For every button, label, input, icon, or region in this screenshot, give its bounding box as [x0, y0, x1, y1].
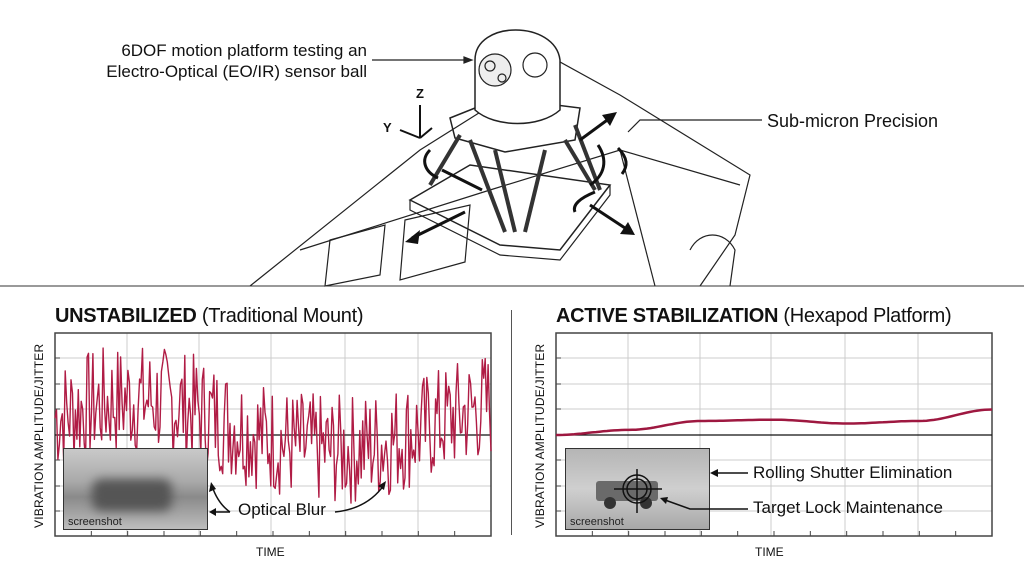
axis-y-label: Y	[383, 120, 392, 135]
right-x-axis-label: TIME	[755, 545, 784, 559]
left-x-axis-label: TIME	[256, 545, 285, 559]
right-title-bold: ACTIVE STABILIZATION	[556, 305, 779, 327]
vehicle-roof-edge	[299, 149, 741, 251]
axis-z-label: Z	[416, 86, 424, 101]
precision-callout: Sub-micron Precision	[767, 111, 939, 131]
optical-blur-label: Optical Blur	[238, 500, 326, 519]
axis-indicator	[399, 105, 433, 139]
vehicle-outline	[249, 61, 751, 287]
blurred-vehicle	[92, 479, 172, 511]
stabilized-screenshot-inset: screenshot	[565, 448, 710, 530]
inset-caption: screenshot	[570, 516, 624, 528]
platform-base	[408, 164, 612, 251]
rolling-shutter-label: Rolling Shutter Elimination	[753, 463, 953, 482]
crosshair-icon	[614, 469, 662, 513]
panel-divider	[511, 310, 512, 535]
blurred-screenshot-inset: screenshot	[63, 448, 208, 530]
right-title-rest: (Hexapod Platform)	[783, 305, 952, 327]
hexapod-vehicle-illustration	[0, 29, 1024, 287]
target-lock-label: Target Lock Maintenance	[753, 498, 943, 517]
left-title-rest: (Traditional Mount)	[201, 305, 364, 327]
left-panel-title: UNSTABILIZED (Traditional Mount)	[55, 305, 364, 328]
platform-callout-line2: Electro-Optical (EO/IR) sensor ball	[106, 62, 367, 81]
platform-callout-line1: 6DOF motion platform testing an	[121, 41, 367, 60]
left-title-bold: UNSTABILIZED	[55, 305, 197, 327]
platform-callout: 6DOF motion platform testing an Electro-…	[85, 40, 367, 82]
jitter-series-line	[54, 347, 492, 504]
inset-caption: screenshot	[68, 516, 122, 528]
motion-arrows	[411, 116, 629, 240]
right-panel-title: ACTIVE STABILIZATION (Hexapod Platform)	[556, 305, 952, 328]
stabilized-series-line	[556, 408, 993, 437]
